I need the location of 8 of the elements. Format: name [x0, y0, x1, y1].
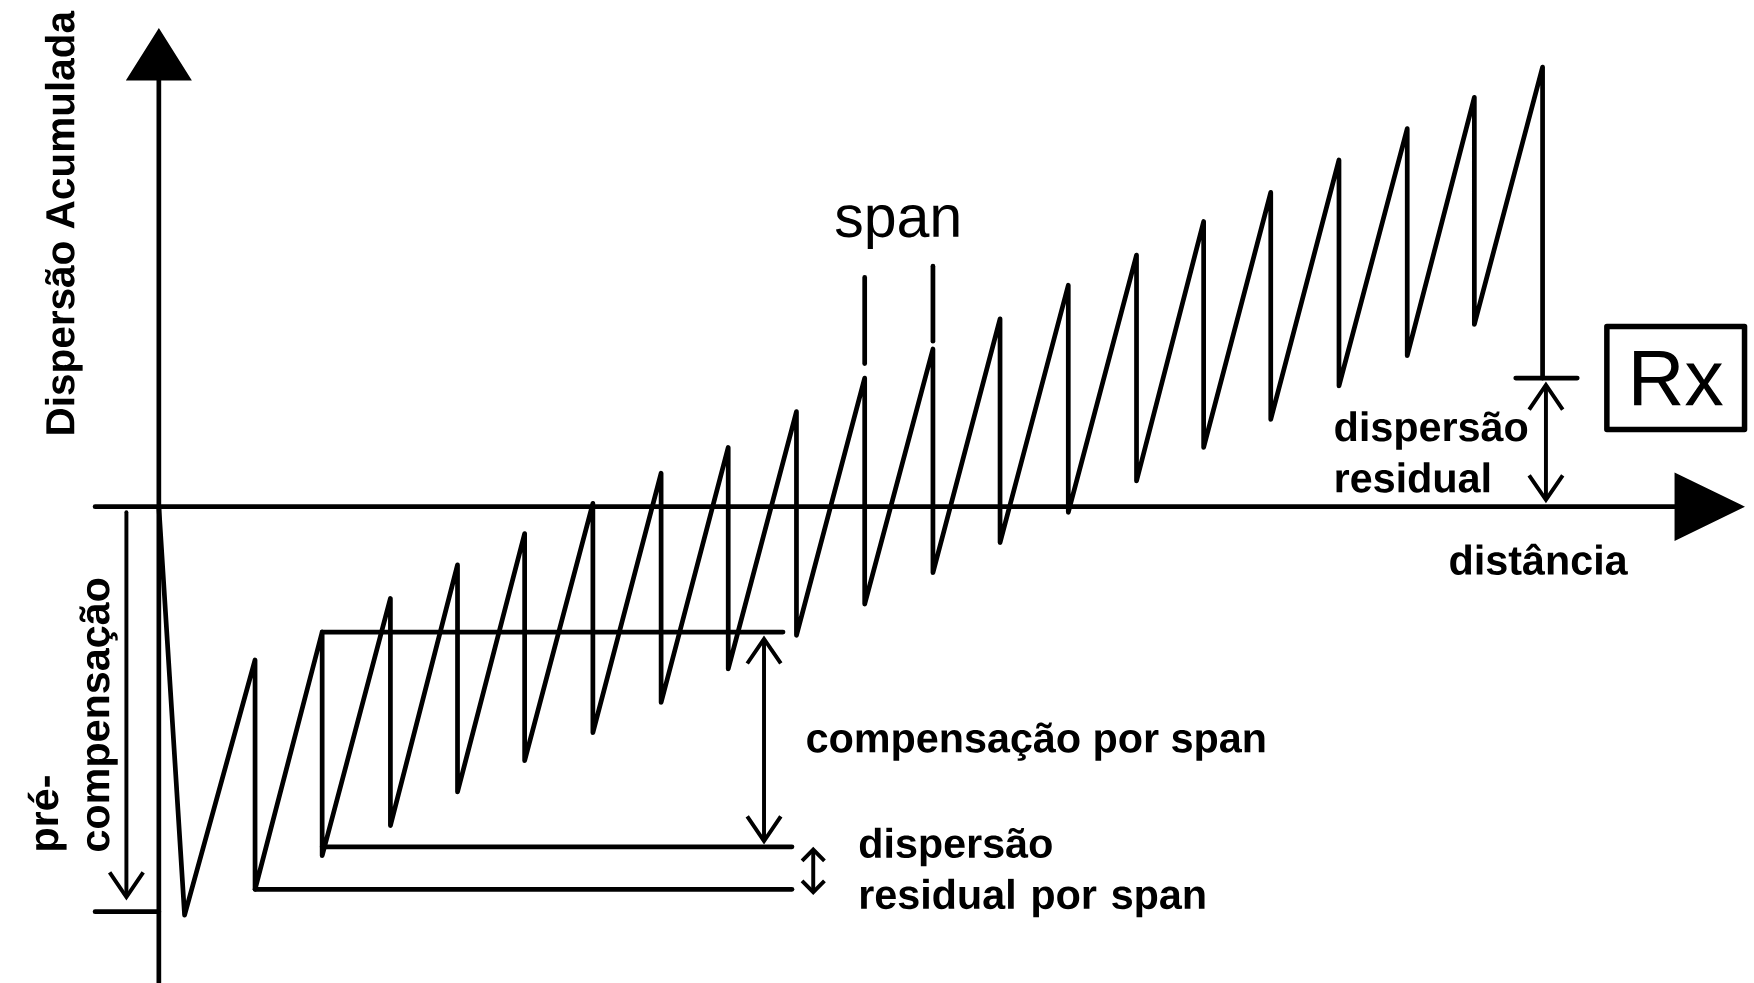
dimension-label: compensação por span: [807, 722, 1265, 761]
axis-label: Dispersão Acumulada: [44, 10, 83, 434]
dimension-label: dispersão residual por span: [859, 827, 1205, 918]
dimension-label: pré- compensação: [27, 578, 118, 851]
receiver-box: Rx: [1604, 323, 1748, 433]
axis-label: distância: [1450, 543, 1628, 575]
span-label: span: [835, 205, 959, 249]
dimension-label: dispersão residual: [1335, 411, 1528, 493]
